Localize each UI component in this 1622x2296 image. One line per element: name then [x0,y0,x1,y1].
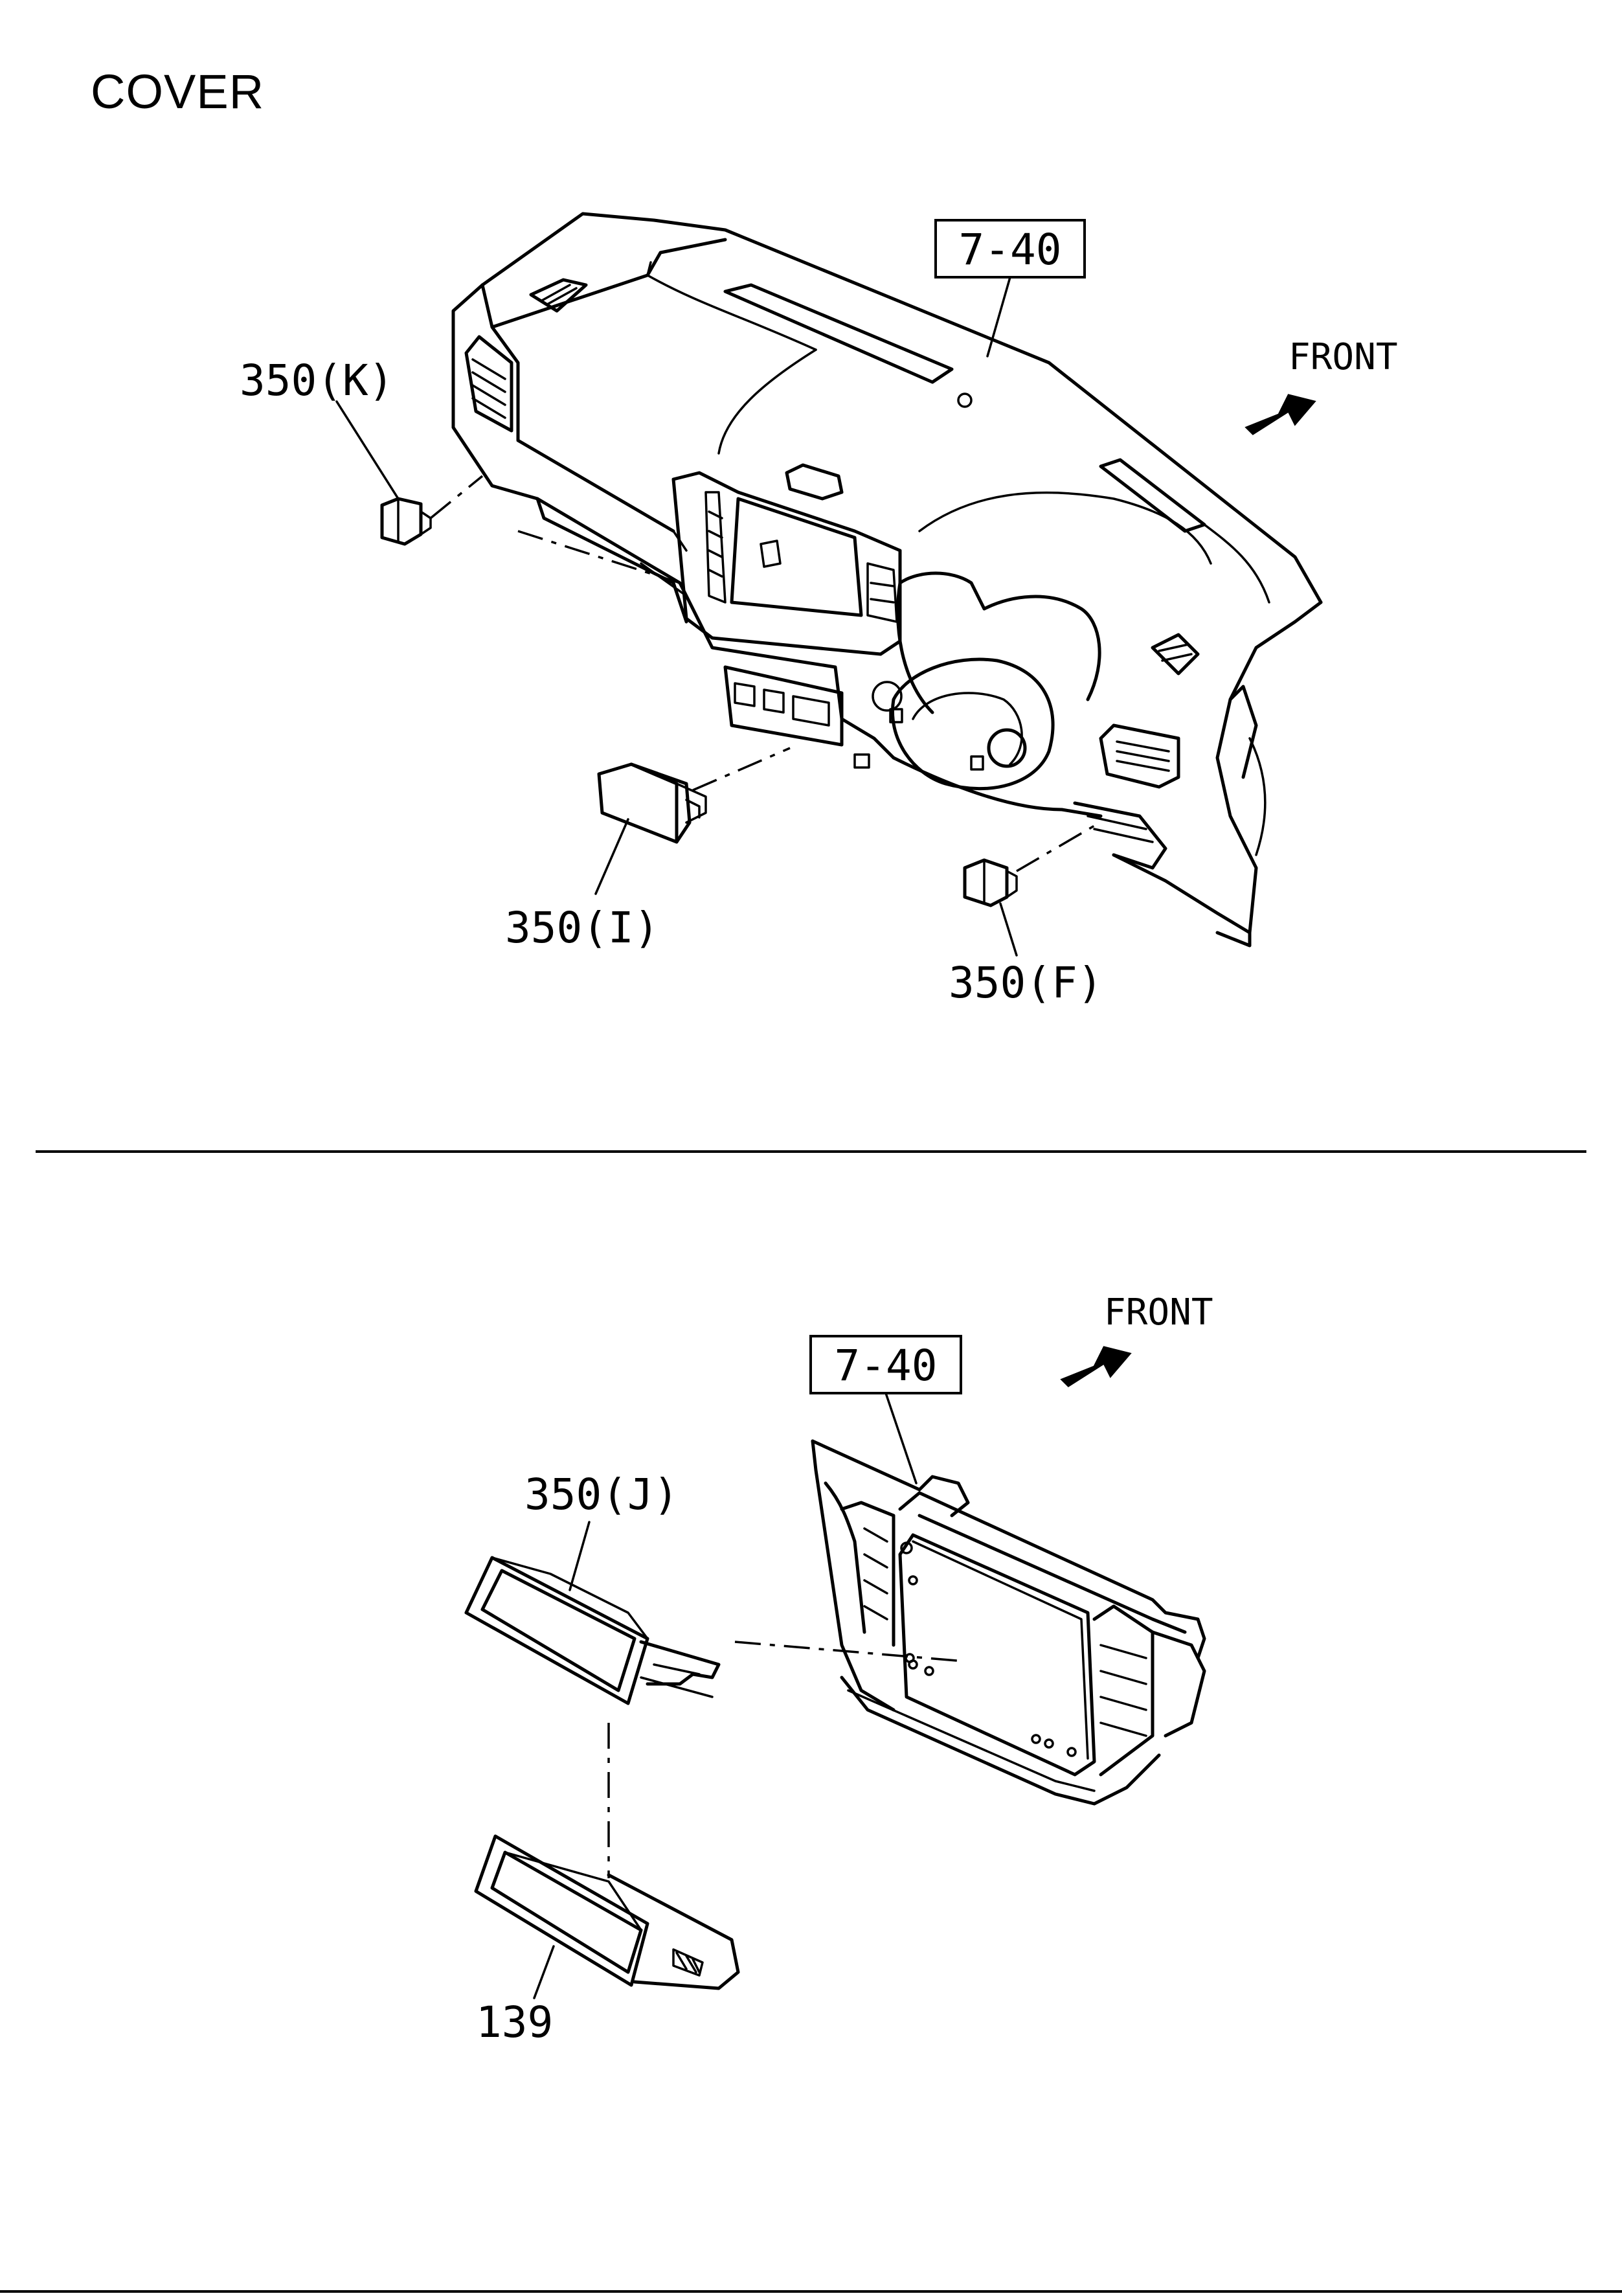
front-label-top: FRONT [1289,336,1398,378]
reference-box-7-40-bottom: 7-40 [809,1335,962,1484]
part-139: 139 [474,1834,740,2047]
part-350-j: 350(J) [464,1470,965,1705]
reference-box-7-40-top: 7-40 [934,219,1086,358]
front-indicator-top: FRONT [1245,336,1398,435]
part-350-i: 350(I) [505,747,791,953]
instrument-panel-illustration [451,212,1323,948]
part-350-k: 350(K) [240,356,681,584]
part-350-f: 350(F) [949,824,1103,1008]
center-bezel-illustration [811,1439,1206,1806]
callout-350-i: 350(I) [505,903,659,953]
reference-label-top: 7-40 [959,225,1062,275]
reference-label-bottom: 7-40 [835,1341,938,1391]
front-arrow-icon [1245,394,1316,435]
callout-350-j: 350(J) [524,1470,679,1519]
callout-350-k: 350(K) [240,356,394,405]
front-indicator-bottom: FRONT [1060,1291,1213,1387]
callout-139: 139 [476,1997,553,2047]
front-label-bottom: FRONT [1104,1291,1213,1334]
callout-350-f: 350(F) [949,958,1103,1008]
page-title: COVER [91,65,265,119]
front-arrow-icon [1060,1346,1132,1387]
